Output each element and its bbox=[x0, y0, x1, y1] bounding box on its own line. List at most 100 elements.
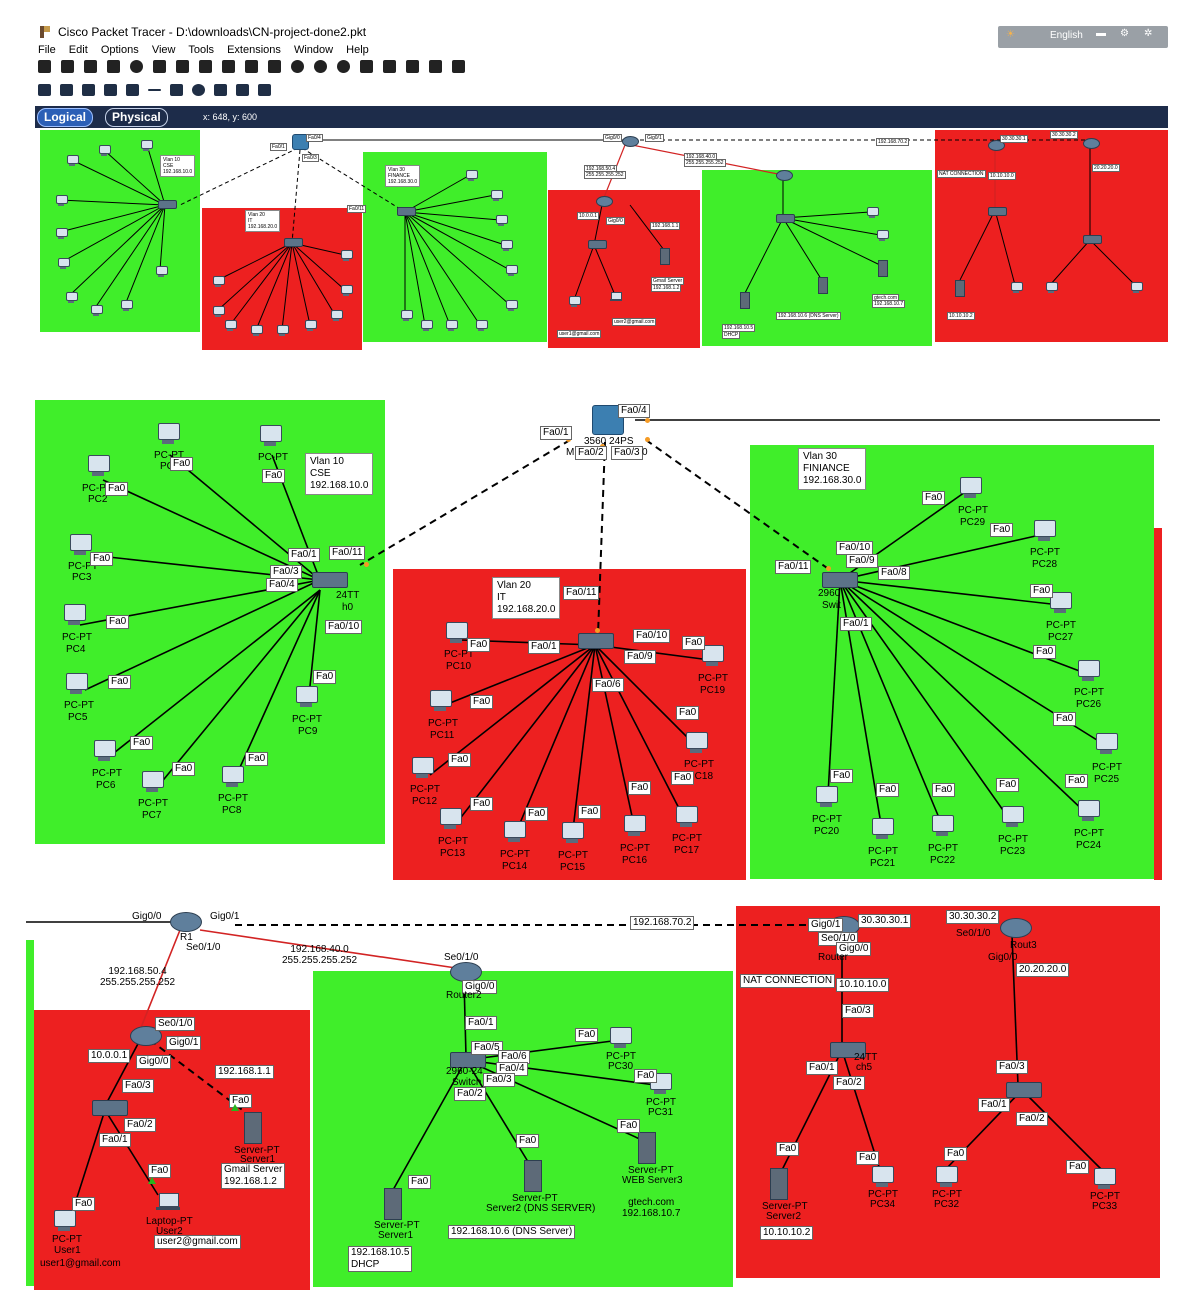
switch-nat2[interactable] bbox=[1006, 1082, 1042, 1098]
overview-pc[interactable] bbox=[140, 140, 153, 153]
pc-user1[interactable] bbox=[52, 1210, 76, 1236]
zoom-out-icon[interactable] bbox=[337, 60, 350, 73]
pc-finance[interactable] bbox=[1032, 520, 1056, 546]
pc-it[interactable] bbox=[560, 822, 584, 848]
overview-router-r1[interactable] bbox=[622, 136, 639, 147]
overview-pc30[interactable] bbox=[866, 207, 879, 220]
pc-cse[interactable] bbox=[86, 455, 110, 481]
overview-dhcp-server[interactable] bbox=[740, 292, 750, 309]
pc-finance[interactable] bbox=[1094, 733, 1118, 759]
overview-router-nat[interactable] bbox=[988, 140, 1005, 151]
overview-web-server[interactable] bbox=[878, 260, 888, 277]
inspect-icon[interactable] bbox=[60, 84, 73, 96]
overview-pc[interactable] bbox=[212, 276, 225, 289]
overview-pc[interactable] bbox=[57, 258, 70, 271]
pc-it[interactable] bbox=[622, 815, 646, 841]
overview-router2[interactable] bbox=[776, 170, 793, 181]
overview-pc[interactable] bbox=[495, 215, 508, 228]
pc-cse[interactable] bbox=[156, 423, 180, 449]
document-new-icon[interactable] bbox=[38, 60, 51, 73]
undo-icon[interactable] bbox=[245, 60, 258, 73]
switch-cse[interactable] bbox=[312, 572, 348, 588]
overview-switch-nat[interactable] bbox=[988, 207, 1007, 216]
pc32[interactable] bbox=[934, 1166, 958, 1192]
overview-pc[interactable] bbox=[250, 325, 263, 338]
pc-finance[interactable] bbox=[1000, 806, 1024, 832]
ellipse-icon[interactable] bbox=[192, 84, 205, 96]
paste-icon[interactable] bbox=[222, 60, 235, 73]
pc-cse[interactable] bbox=[220, 766, 244, 792]
overview-pc[interactable] bbox=[55, 228, 68, 241]
language-selector[interactable]: English bbox=[1050, 30, 1083, 41]
pc-finance[interactable] bbox=[1048, 592, 1072, 618]
pc-finance[interactable] bbox=[1076, 800, 1100, 826]
overview-pc[interactable] bbox=[90, 305, 103, 318]
overview-pc33[interactable] bbox=[1130, 282, 1143, 295]
line-icon[interactable] bbox=[148, 89, 161, 91]
overview-pc[interactable] bbox=[304, 320, 317, 333]
menu-tools[interactable]: Tools bbox=[188, 44, 215, 56]
pc-finance[interactable] bbox=[814, 786, 838, 812]
overview-pc[interactable] bbox=[212, 306, 225, 319]
pc-it[interactable] bbox=[444, 622, 468, 648]
overview-multilayer-switch[interactable] bbox=[292, 134, 309, 150]
overview-pc[interactable] bbox=[400, 310, 413, 323]
copy-icon[interactable] bbox=[199, 60, 212, 73]
drawing-palette-icon[interactable] bbox=[360, 60, 373, 73]
sun-icon[interactable]: ☀ bbox=[1006, 29, 1015, 40]
switch-services[interactable] bbox=[450, 1052, 486, 1068]
resize-icon[interactable] bbox=[104, 84, 117, 96]
switch-it[interactable] bbox=[578, 633, 614, 649]
pc-it[interactable] bbox=[428, 690, 452, 716]
overview-switch-services[interactable] bbox=[776, 214, 795, 223]
overview-pc[interactable] bbox=[445, 320, 458, 333]
rectangle-icon[interactable] bbox=[170, 84, 183, 96]
tab-logical[interactable]: Logical bbox=[37, 108, 94, 127]
select-icon[interactable] bbox=[38, 84, 51, 96]
overview-pc[interactable] bbox=[340, 285, 353, 298]
pc-it[interactable] bbox=[684, 732, 708, 758]
settings-icon[interactable]: ✲ bbox=[1144, 28, 1153, 39]
print-icon[interactable] bbox=[107, 60, 120, 73]
zoom-reset-icon[interactable] bbox=[314, 60, 327, 73]
overview-zone-nat[interactable] bbox=[935, 130, 1168, 342]
tab-physical[interactable]: Physical bbox=[105, 108, 168, 127]
nat-server2[interactable] bbox=[770, 1168, 788, 1200]
pc-finance[interactable] bbox=[1076, 660, 1100, 686]
overview-pc[interactable] bbox=[55, 195, 68, 208]
zoom-in-icon[interactable] bbox=[291, 60, 304, 73]
overview-pc[interactable] bbox=[155, 266, 168, 279]
gmail-server[interactable] bbox=[244, 1112, 262, 1144]
pc-it[interactable] bbox=[502, 821, 526, 847]
overview-switch-nat2[interactable] bbox=[1083, 235, 1102, 244]
overview-pc[interactable] bbox=[276, 325, 289, 338]
pc-cse[interactable] bbox=[64, 673, 88, 699]
overview-switch-it[interactable] bbox=[284, 238, 303, 247]
image-icon[interactable] bbox=[452, 60, 465, 73]
overview-pc[interactable] bbox=[500, 240, 513, 253]
menu-edit[interactable]: Edit bbox=[68, 44, 88, 56]
overview-switch-mail[interactable] bbox=[588, 240, 607, 249]
overview-pc[interactable] bbox=[465, 170, 478, 183]
pc-it[interactable] bbox=[674, 806, 698, 832]
gear-icon[interactable]: ⚙ bbox=[1120, 28, 1129, 39]
pc-cse[interactable] bbox=[62, 604, 86, 630]
dns-server[interactable] bbox=[524, 1160, 542, 1192]
overview-pc[interactable] bbox=[330, 310, 343, 323]
cluster-icon[interactable] bbox=[429, 60, 442, 73]
pc-cse[interactable] bbox=[140, 771, 164, 797]
overview-switch-finance[interactable] bbox=[397, 207, 416, 216]
overview-pc32[interactable] bbox=[1045, 282, 1058, 295]
open-folder-icon[interactable] bbox=[61, 60, 74, 73]
router-r1[interactable] bbox=[170, 912, 202, 932]
viewport-icon[interactable] bbox=[406, 60, 419, 73]
menu-options[interactable]: Options bbox=[100, 44, 139, 56]
pc30[interactable] bbox=[608, 1027, 632, 1053]
web-server[interactable] bbox=[638, 1132, 656, 1164]
overview-pc[interactable] bbox=[505, 265, 518, 278]
info-icon[interactable] bbox=[130, 60, 143, 73]
menu-extensions[interactable]: Extensions bbox=[227, 44, 281, 56]
overview-pc[interactable] bbox=[340, 250, 353, 263]
save-icon[interactable] bbox=[84, 60, 97, 73]
overview-pc[interactable] bbox=[420, 320, 433, 333]
